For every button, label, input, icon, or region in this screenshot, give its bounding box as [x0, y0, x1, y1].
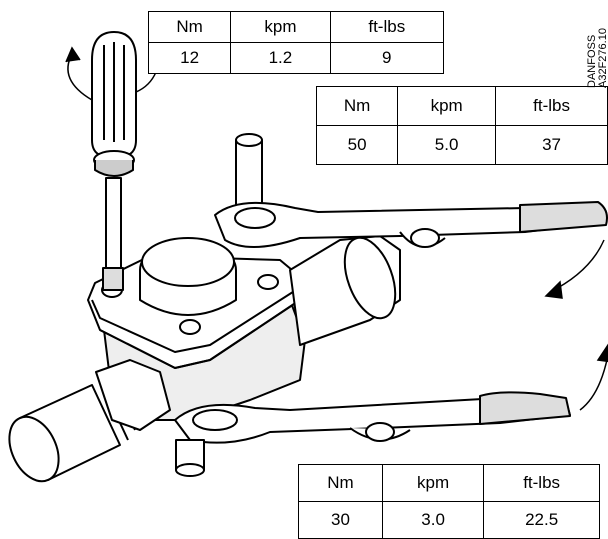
header-cell: Nm [315, 86, 399, 126]
spanner-icon [214, 201, 608, 249]
value-cell: 9 [329, 42, 445, 74]
value-cell: 1.2 [230, 42, 331, 74]
table-row: Nm kpm ft-lbs [298, 464, 600, 502]
header-cell: ft-lbs [483, 464, 600, 502]
value-cell: 5.0 [397, 125, 497, 165]
table-row: Nm kpm ft-lbs [315, 86, 608, 126]
table-row: 12 1.2 9 [147, 42, 445, 74]
header-cell: Nm [147, 11, 232, 43]
spanner-lower [174, 391, 571, 477]
header-cell: Nm [298, 464, 383, 502]
lower-spanner-torque-table: Nm kpm ft-lbs 30 3.0 22.5 [298, 464, 600, 539]
header-cell: ft-lbs [495, 86, 608, 126]
header-cell: kpm [397, 86, 497, 126]
value-cell: 30 [298, 501, 383, 539]
value-cell: 22.5 [483, 501, 600, 539]
value-cell: 3.0 [381, 501, 485, 539]
table-row: Nm kpm ft-lbs [147, 11, 445, 43]
table-row: 50 5.0 37 [315, 125, 608, 165]
value-cell: 12 [147, 42, 232, 74]
upper-spanner-torque-table: Nm kpm ft-lbs 50 5.0 37 [315, 86, 608, 165]
table-row: 30 3.0 22.5 [298, 501, 600, 539]
drawing-code: DANFOSS A32F276.10 [586, 28, 608, 88]
inlet-pipe [8, 377, 136, 483]
screwdriver-torque-table: Nm kpm ft-lbs 12 1.2 9 [147, 11, 445, 74]
value-cell: 50 [315, 125, 399, 165]
screwdriver-icon [91, 31, 137, 291]
header-cell: kpm [230, 11, 331, 43]
drawing-code-number: A32F276.10 [597, 28, 608, 88]
rotation-arrow-icon [65, 46, 608, 411]
value-cell: 37 [495, 125, 608, 165]
header-cell: ft-lbs [329, 11, 445, 43]
header-cell: kpm [381, 464, 485, 502]
valve-body-icon [87, 235, 401, 431]
